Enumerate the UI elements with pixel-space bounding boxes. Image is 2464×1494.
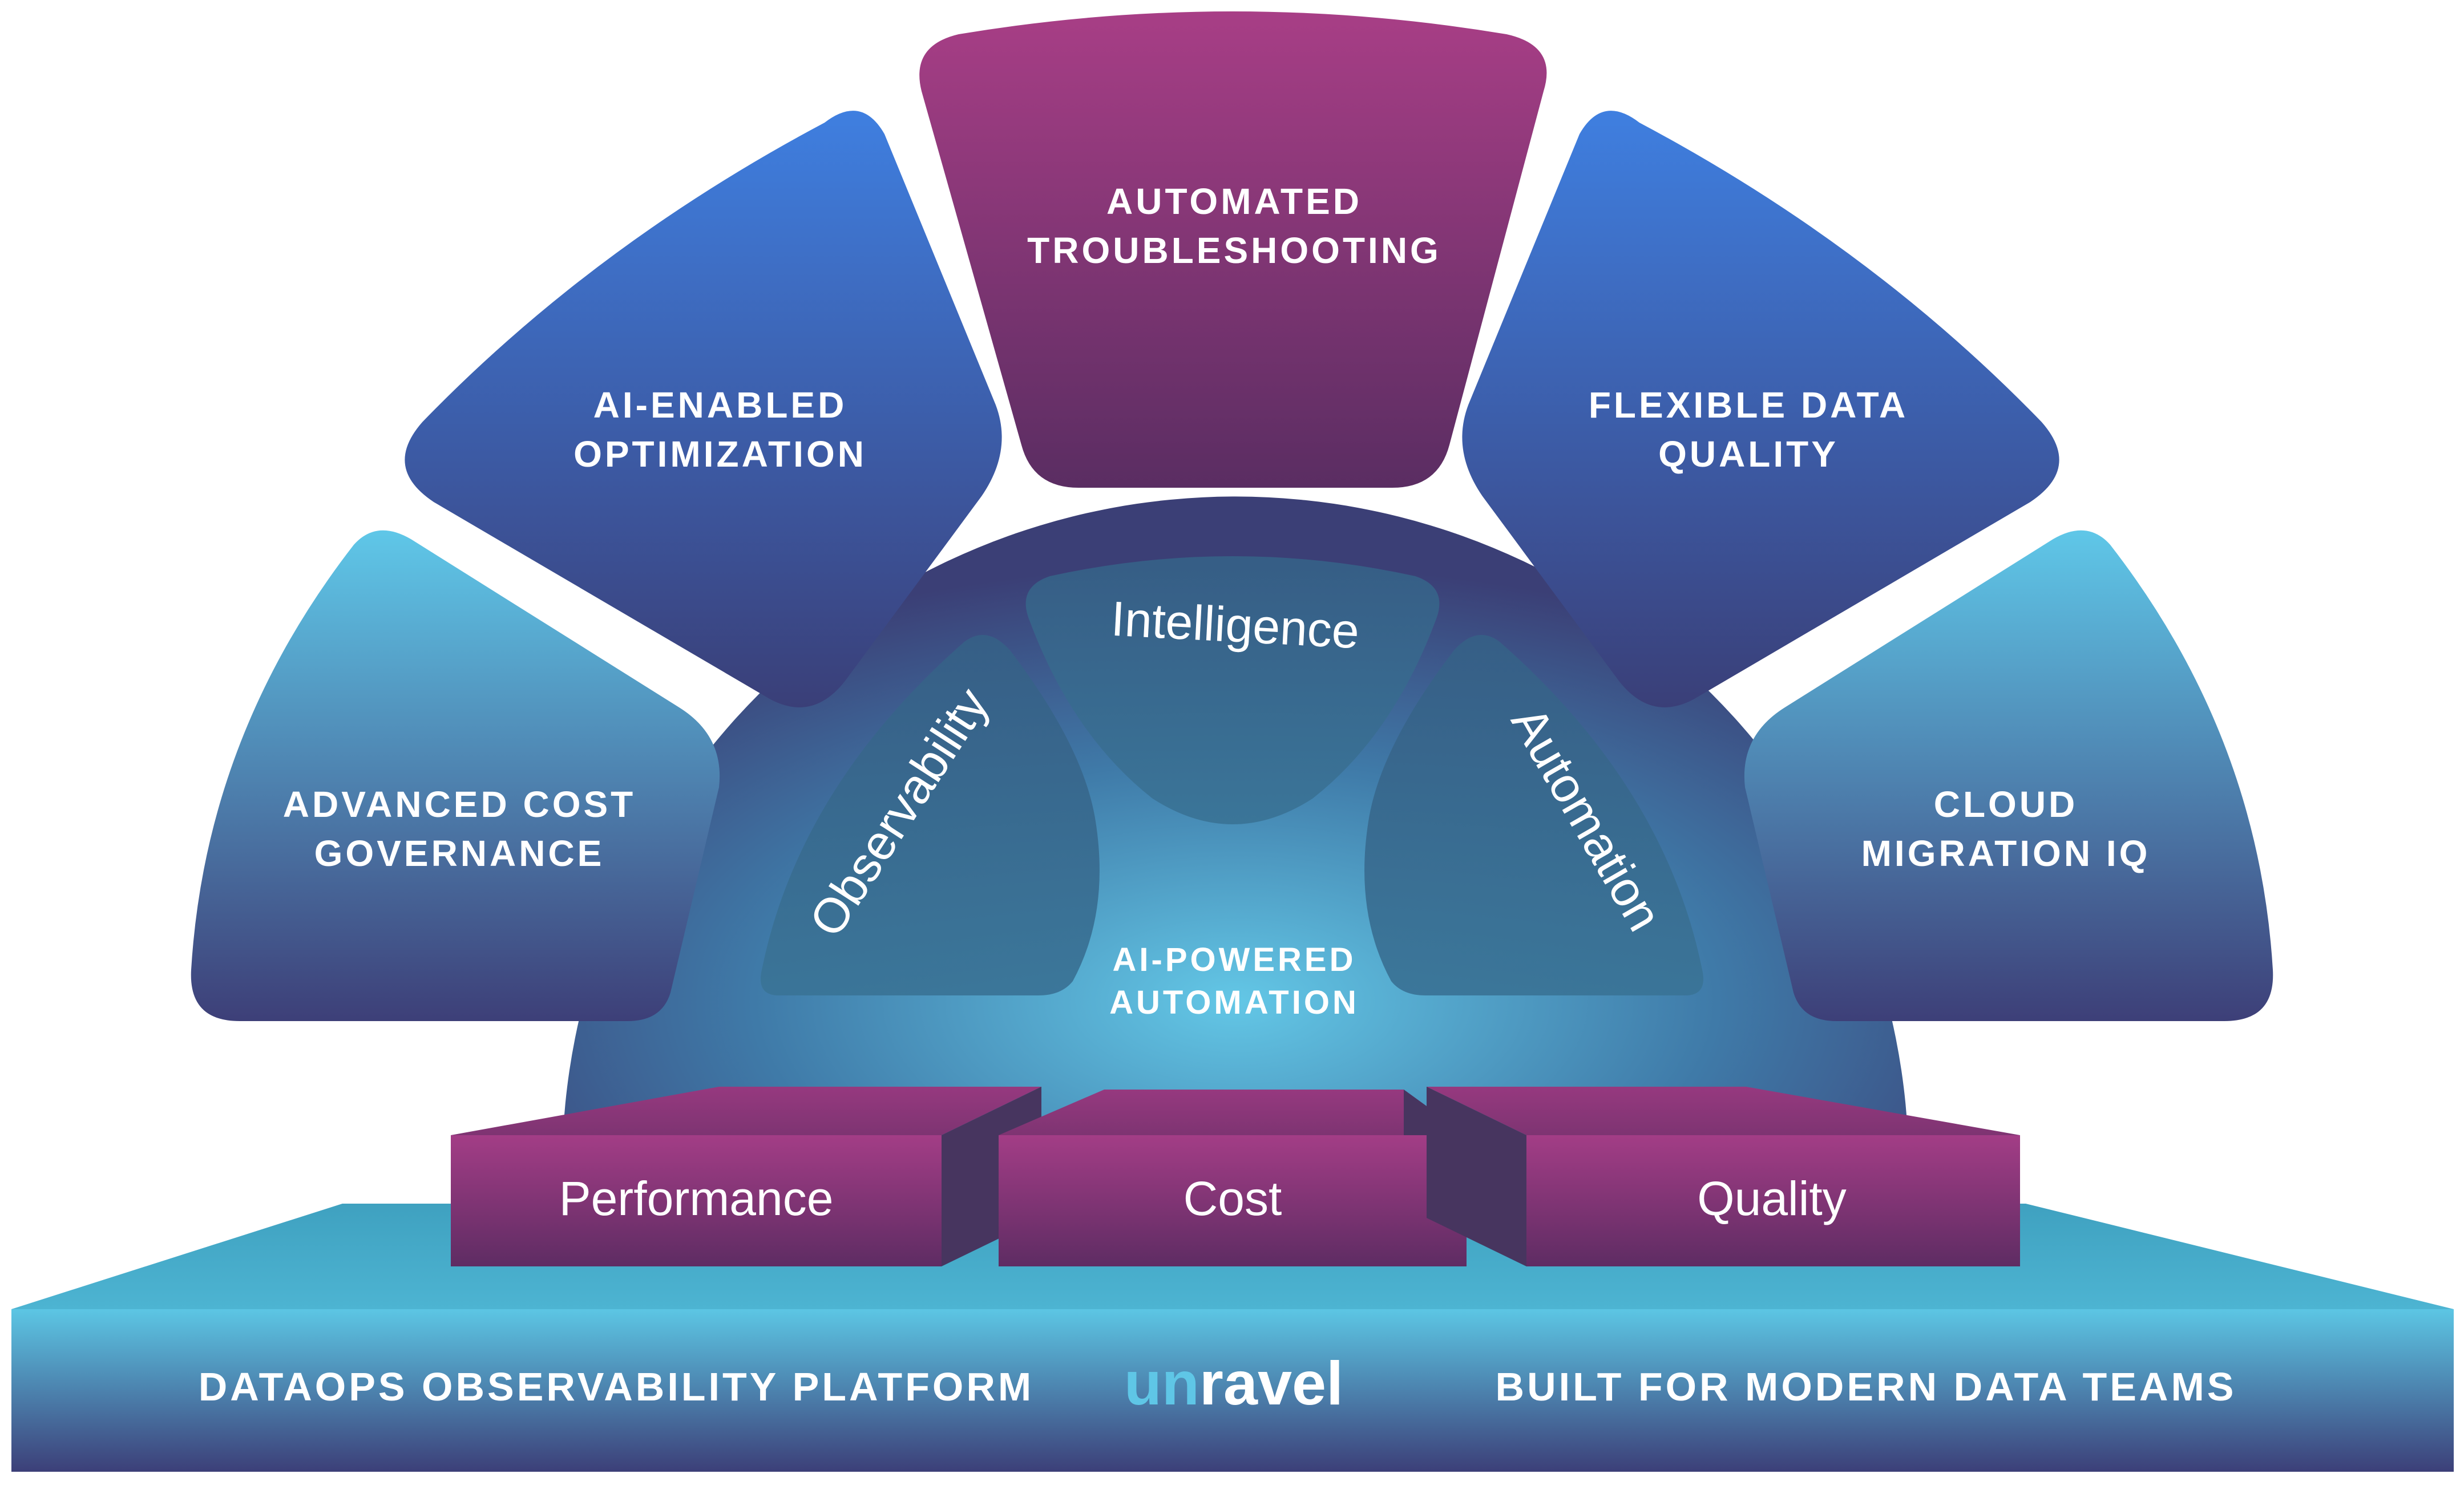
pillar-quality-label: Quality: [1697, 1172, 1846, 1225]
pillar-performance-top: [451, 1087, 1041, 1135]
pillar-cost-label: Cost: [1183, 1172, 1282, 1225]
petal-automated-troubleshooting[interactable]: [919, 11, 1547, 488]
troubleshooting-line2: TROUBLESHOOTING: [1027, 230, 1441, 271]
central-dome: [562, 496, 1909, 1169]
ai-optimization-line2: OPTIMIZATION: [573, 434, 867, 475]
petal-labels: ADVANCED COST GOVERNANCE AI-ENABLED OPTI…: [283, 181, 2151, 874]
logo-prefix: un: [1124, 1349, 1199, 1418]
pillar-cost-top: [999, 1090, 1467, 1135]
intelligence-label: Intelligence: [1110, 592, 1361, 659]
data-quality-line2: QUALITY: [1658, 434, 1839, 475]
pillar-quality-top: [1427, 1087, 2020, 1135]
inner-petal-observability[interactable]: [761, 635, 1100, 995]
inner-petal-intelligence[interactable]: [1025, 556, 1440, 824]
petal-flexible-data-quality[interactable]: [1462, 111, 2059, 708]
pillar-quality-side: [1427, 1087, 1526, 1266]
petal-cloud-migration-iq[interactable]: [1744, 530, 2273, 1021]
cloud-migration-line1: CLOUD: [1934, 784, 2078, 825]
center-label-line2: AUTOMATION: [1109, 984, 1359, 1021]
cost-governance-line2: GOVERNANCE: [314, 833, 605, 874]
cloud-migration-line2: MIGRATION IQ: [1861, 833, 2151, 874]
data-quality-line1: FLEXIBLE DATA: [1589, 384, 1908, 426]
unravel-logo: unravel: [1124, 1349, 1343, 1418]
ai-optimization-line1: AI-ENABLED: [593, 384, 847, 426]
petal-advanced-cost-governance[interactable]: [191, 530, 720, 1021]
inner-petal-automation[interactable]: [1364, 635, 1703, 995]
logo-suffix: ravel: [1199, 1349, 1343, 1418]
petal-ai-enabled-optimization[interactable]: [405, 111, 1002, 708]
pillar-performance[interactable]: [451, 1135, 942, 1266]
base-platform-front: [11, 1309, 2454, 1472]
pillar-cost[interactable]: [999, 1135, 1467, 1266]
base-right-text: BUILT FOR MODERN DATA TEAMS: [1496, 1365, 2237, 1409]
pillar-performance-label: Performance: [559, 1172, 834, 1225]
center-label-line1: AI-POWERED: [1113, 941, 1356, 978]
base-left-text: DATAOPS OBSERVABILITY PLATFORM: [199, 1365, 1034, 1409]
pillar-quality[interactable]: [1526, 1135, 2020, 1266]
svg-text:unravel: unravel: [1124, 1349, 1343, 1418]
troubleshooting-line1: AUTOMATED: [1106, 181, 1362, 222]
cost-governance-line1: ADVANCED COST: [283, 784, 636, 825]
